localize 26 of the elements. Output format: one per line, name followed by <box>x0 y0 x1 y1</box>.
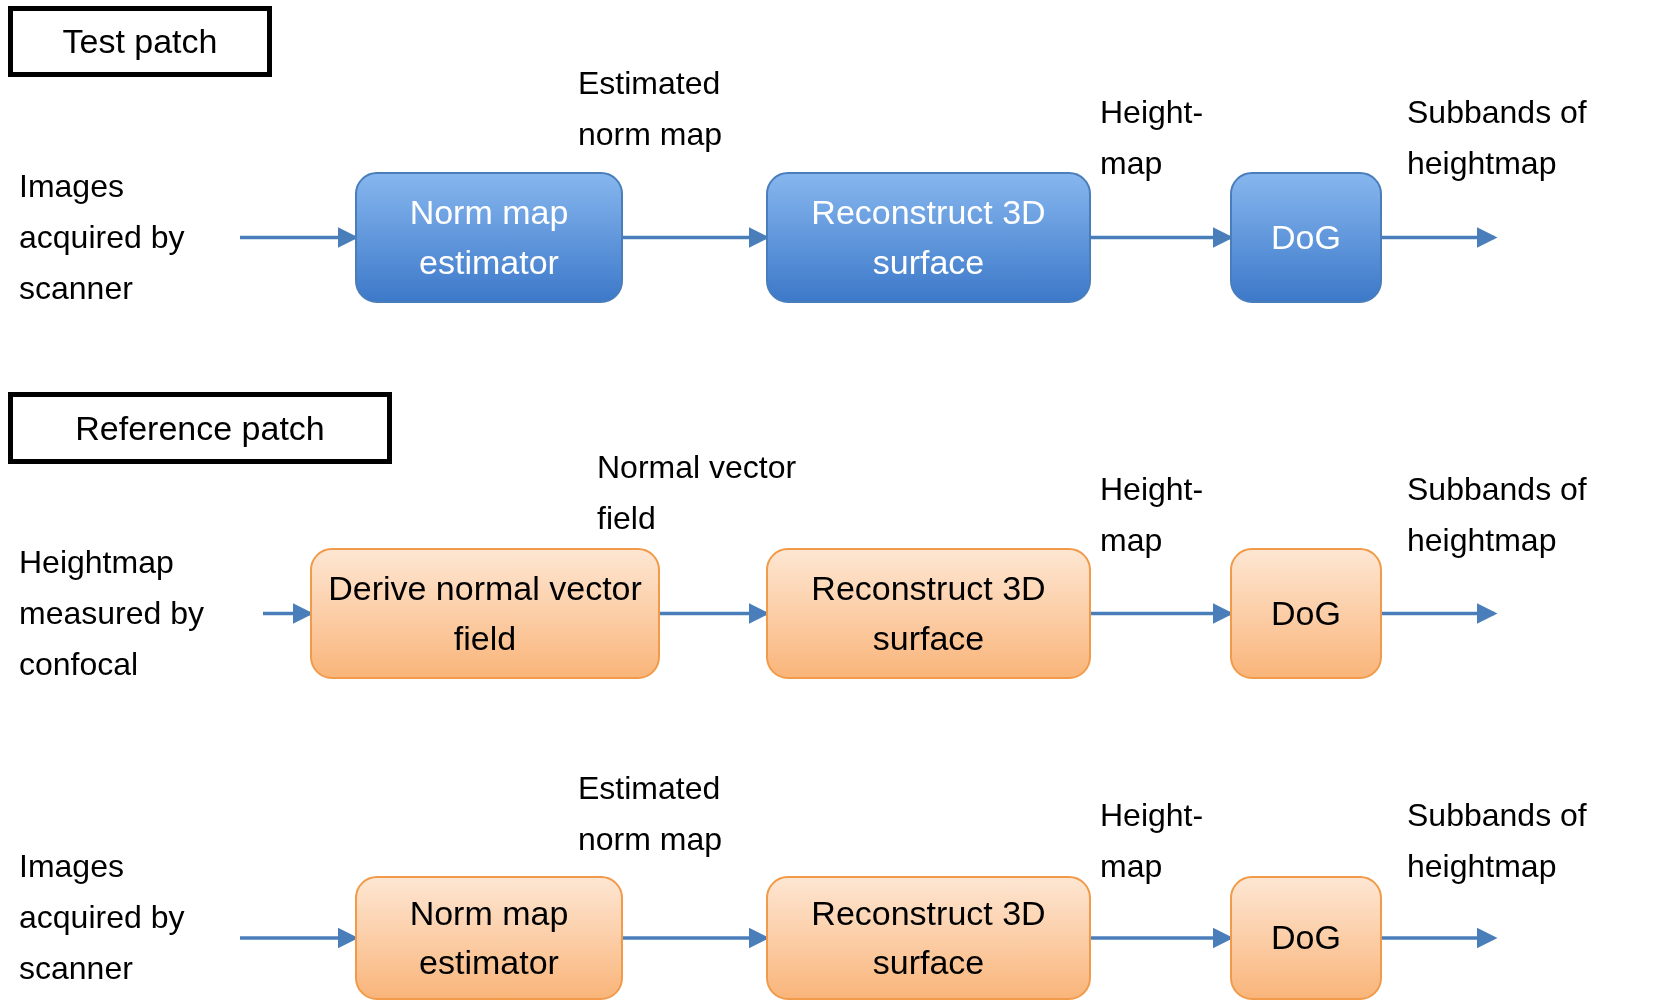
arrow <box>1382 927 1498 949</box>
edge-label: Subbands of heightmap <box>1407 470 1588 561</box>
section-title-box: Test patch <box>8 6 272 77</box>
input-text: Images acquired by scanner <box>19 160 240 315</box>
edge-label: Estimated norm map <box>578 64 724 155</box>
arrow <box>1382 603 1498 624</box>
process-box: Norm map estimator <box>355 876 623 1000</box>
section-title-box: Reference patch <box>8 392 392 464</box>
process-box: DoG <box>1230 548 1382 679</box>
process-box: DoG <box>1230 172 1382 303</box>
process-box: Norm map estimator <box>355 172 623 303</box>
process-box: DoG <box>1230 876 1382 1000</box>
process-box: Derive normal vector field <box>310 548 660 679</box>
arrow <box>1382 227 1498 248</box>
input-text: Heightmap measured by confocal <box>19 536 263 691</box>
edge-label: Height-map <box>1100 796 1205 887</box>
edge-label: Subbands of heightmap <box>1407 93 1588 184</box>
input-text: Images acquired by scanner <box>19 840 240 995</box>
process-box: Reconstruct 3D surface <box>766 172 1091 303</box>
edge-label: Normal vector field <box>597 448 798 539</box>
process-box: Reconstruct 3D surface <box>766 548 1091 679</box>
edge-label: Height-map <box>1100 93 1205 184</box>
process-box: Reconstruct 3D surface <box>766 876 1091 1000</box>
edge-label: Estimated norm map <box>578 769 724 860</box>
edge-label: Subbands of heightmap <box>1407 796 1588 887</box>
edge-label: Height-map <box>1100 470 1205 561</box>
